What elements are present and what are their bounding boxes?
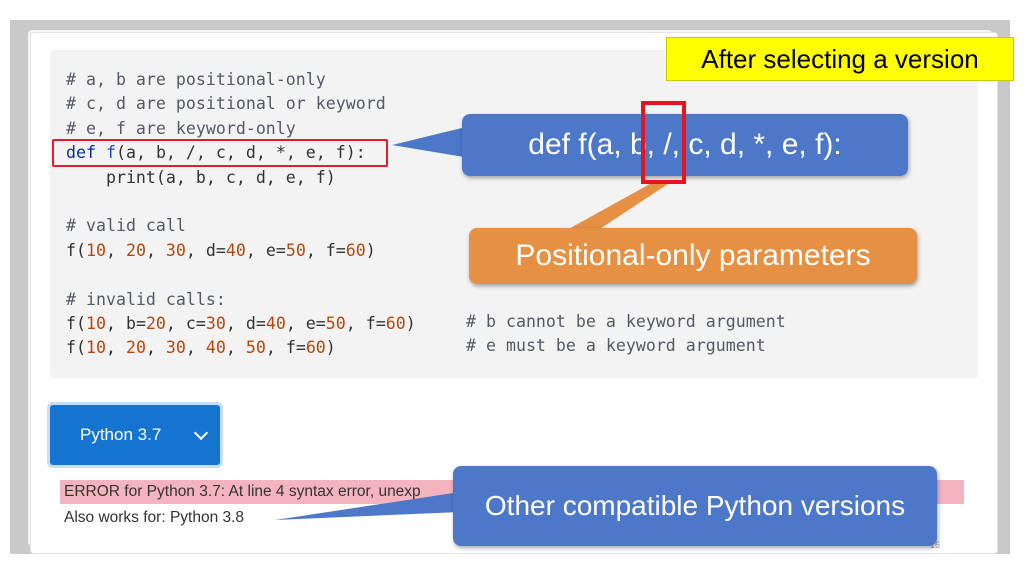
def-keyword: def [66, 143, 96, 163]
error-message: ERROR for Python 3.7: At line 4 syntax e… [64, 483, 421, 500]
slash-highlight [641, 101, 686, 184]
code-comment: # valid call [66, 216, 186, 236]
pointer-positional [545, 184, 668, 242]
invalid-call-line-2: f(10, 20, 30, 40, 50, f=60) [66, 338, 336, 358]
number-literal: 50 [325, 314, 346, 334]
number-literal: 60 [345, 240, 366, 260]
after-selecting-note: After selecting a version [666, 37, 1014, 81]
code-block [50, 50, 978, 378]
version-select-label: Python 3.7 [80, 425, 162, 444]
code-listing: # a, b are positional-only # c, d are po… [66, 68, 416, 361]
number-literal: 40 [265, 314, 286, 334]
number-literal: 10 [85, 314, 106, 334]
def-line-highlight [52, 139, 388, 167]
pointer-def [392, 126, 470, 158]
function-params: (a, b, /, c, d, *, e, f): [115, 143, 366, 163]
code-comment: # c, d are positional or keyword [66, 94, 386, 114]
number-literal: 20 [145, 314, 166, 334]
invalid-note-1: # b cannot be a keyword argument [466, 312, 786, 331]
number-literal: 40 [205, 338, 226, 358]
invalid-call-line-1: f(10, b=20, c=30, d=40, e=50, f=60) [66, 314, 416, 334]
number-literal: 30 [205, 314, 226, 334]
python-version-select[interactable]: Python 3.7 [50, 405, 220, 465]
number-literal: 50 [245, 338, 266, 358]
code-comment: # e, f are keyword-only [66, 118, 296, 138]
number-literal: 30 [165, 240, 186, 260]
number-literal: 10 [85, 338, 106, 358]
valid-call-line: f(10, 20, 30, d=40, e=50, f=60) [66, 240, 376, 260]
other-versions-callout: Other compatible Python versions [453, 466, 937, 546]
invalid-note-2: # e must be a keyword argument [466, 336, 766, 355]
code-comment: # invalid calls: [66, 289, 226, 309]
number-literal: 40 [225, 240, 246, 260]
number-literal: 50 [285, 240, 306, 260]
positional-only-callout: Positional-only parameters [469, 228, 917, 284]
function-name: f [105, 143, 116, 163]
code-comment: # a, b are positional-only [66, 70, 326, 89]
number-literal: 10 [85, 240, 106, 260]
page-number: 16 [930, 540, 941, 550]
number-literal: 60 [385, 314, 406, 334]
number-literal: 20 [125, 240, 146, 260]
number-literal: 20 [125, 338, 146, 358]
print-line: print(a, b, c, d, e, f) [66, 167, 336, 187]
also-works-text: Also works for: Python 3.8 [64, 509, 245, 526]
pointer-other [275, 492, 460, 520]
number-literal: 30 [165, 338, 186, 358]
number-literal: 60 [305, 338, 326, 358]
